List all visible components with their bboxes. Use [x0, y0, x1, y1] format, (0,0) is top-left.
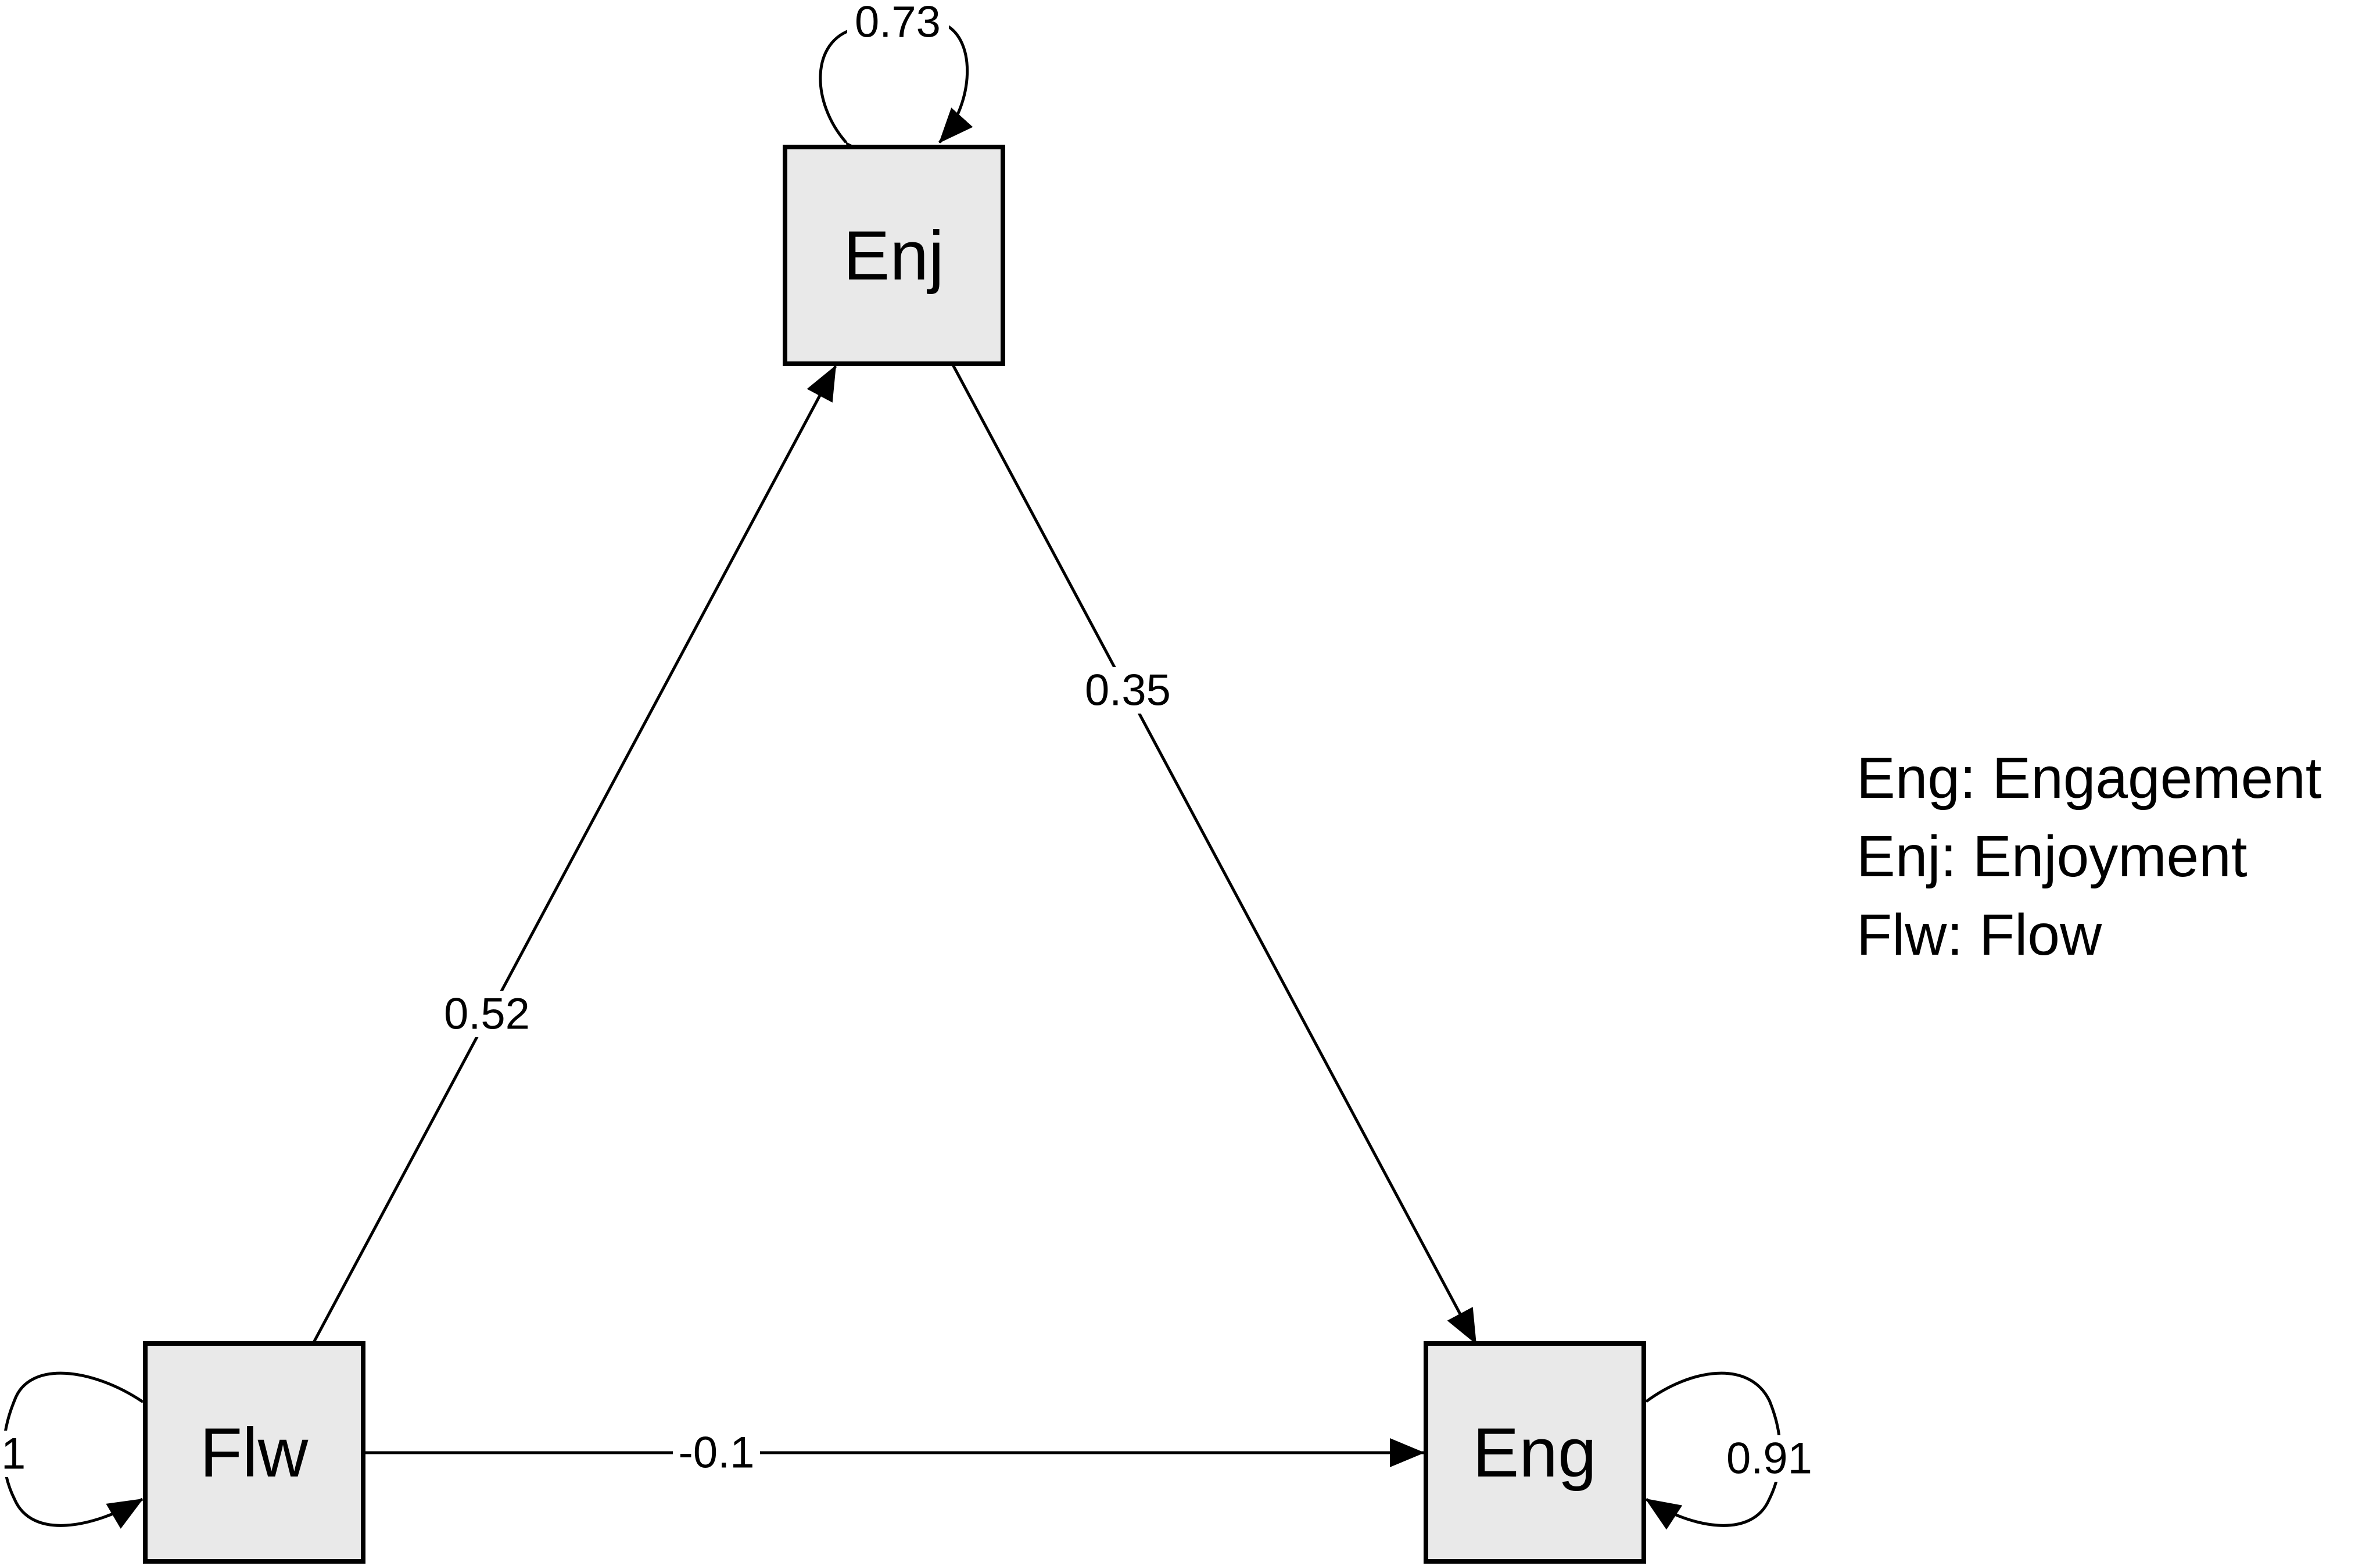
- path-arrow-flw-enj: [312, 365, 837, 1343]
- label-bg-residual-eng: [1720, 1435, 1819, 1482]
- path-label-flw-eng: -0.1: [679, 1428, 755, 1478]
- label-bg-residual-enj: [847, 0, 949, 45]
- node-box-eng: [1424, 1341, 1646, 1564]
- node-eng: Eng: [1424, 1341, 1646, 1564]
- residual-label-eng: 0.91: [1726, 1434, 1812, 1483]
- label-bg-flw-eng: [673, 1429, 760, 1476]
- label-bg-residual-flw: [0, 1431, 20, 1477]
- label-bg-flw-enj: [437, 991, 539, 1037]
- node-label-enj: Enj: [843, 217, 944, 295]
- residual-label-enj: 0.73: [855, 0, 941, 47]
- node-label-flw: Flw: [200, 1414, 309, 1492]
- node-flw: Flw: [143, 1341, 365, 1564]
- node-enj: Enj: [783, 145, 1005, 366]
- legend: Eng: Engagement Enj: Enjoyment Flw: Flow: [1856, 746, 2322, 967]
- legend-item-flw: Flw: Flow: [1856, 902, 2102, 967]
- path-arrow-enj-eng: [951, 364, 1478, 1345]
- legend-item-eng: Eng: Engagement: [1856, 746, 2322, 811]
- legend-item-enj: Enj: Enjoyment: [1856, 824, 2248, 889]
- path-label-enj-eng: 0.35: [1085, 666, 1171, 715]
- path-label-flw-enj: 0.52: [444, 990, 530, 1039]
- label-bg-enj-eng: [1078, 667, 1180, 714]
- node-box-enj: [783, 145, 1005, 366]
- node-label-eng: Eng: [1472, 1414, 1597, 1492]
- residual-label-flw: 1: [1, 1429, 26, 1479]
- node-box-flw: [143, 1341, 365, 1564]
